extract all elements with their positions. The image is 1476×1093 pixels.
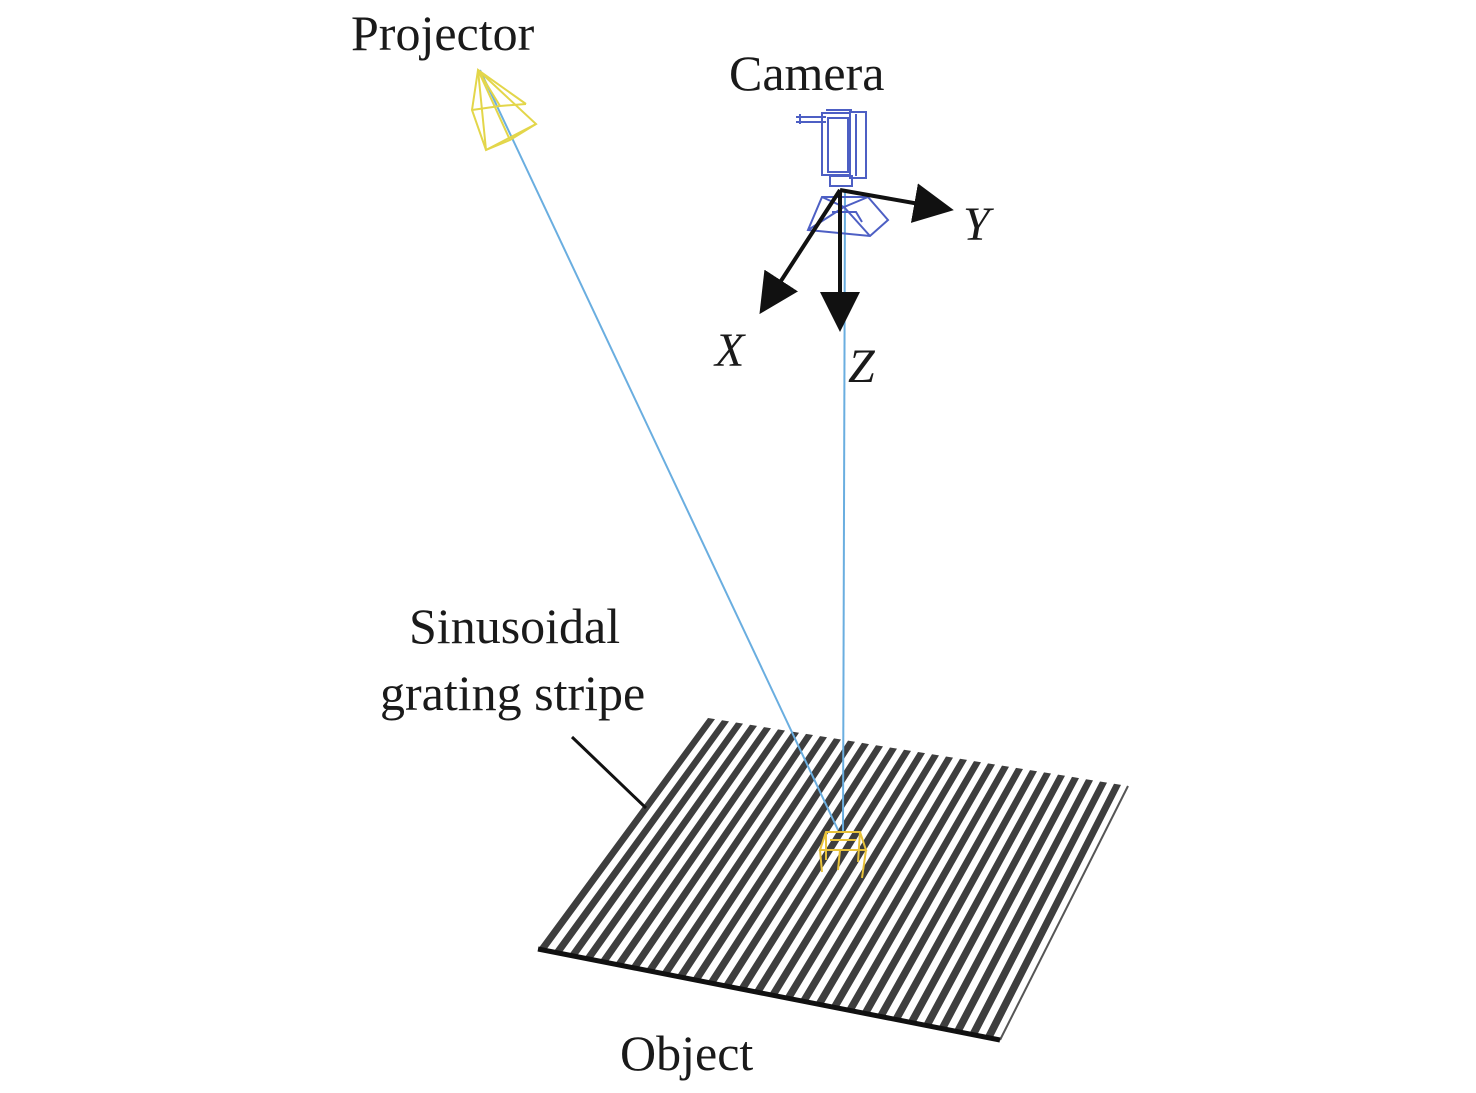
sinusoidal-grating-stripes — [538, 718, 1129, 1041]
grating-stripe — [599, 727, 771, 963]
projector-icon — [470, 67, 538, 152]
grating-stripe — [861, 765, 1009, 1015]
grating-stripe — [846, 763, 995, 1012]
camera-axes — [759, 183, 954, 332]
camera-ray — [842, 189, 846, 833]
grating-stripe — [738, 747, 897, 990]
x-axis-arrow — [759, 188, 842, 315]
grating-stripe — [907, 772, 1051, 1024]
target-icon — [818, 831, 868, 879]
grating-stripe — [923, 774, 1065, 1027]
grating-label-line2: grating stripe — [380, 665, 645, 721]
grating-stripe — [830, 761, 981, 1009]
y-axis-arrow — [839, 183, 954, 223]
grating-stripe — [984, 783, 1121, 1039]
grating-stripe — [645, 733, 813, 972]
grating-stripe — [538, 718, 715, 951]
plane-front-edge — [537, 946, 1001, 1043]
grating-leader-line — [570, 735, 648, 810]
grating-stripe — [892, 770, 1037, 1021]
projector-ray — [479, 69, 839, 831]
grating-stripe — [969, 781, 1107, 1036]
grating-stripe — [815, 758, 967, 1006]
camera-icon — [796, 109, 890, 238]
grating-stripe — [753, 749, 911, 993]
plane-side-edge — [999, 785, 1129, 1041]
grating-stripe — [692, 740, 855, 981]
grating-stripe — [769, 752, 925, 997]
grating-label-line1: Sinusoidal — [409, 598, 620, 654]
grating-plane — [537, 718, 1129, 1043]
camera-label: Camera — [729, 45, 884, 101]
x-axis-label: X — [713, 324, 746, 377]
grating-stripe — [876, 767, 1023, 1018]
grating-stripe — [707, 742, 869, 984]
z-axis-label: Z — [848, 340, 876, 393]
grating-stripe — [615, 729, 785, 966]
projector-label: Projector — [351, 5, 535, 61]
grating-stripe — [553, 720, 729, 954]
object-label: Object — [620, 1025, 753, 1081]
grating-stripe — [799, 756, 953, 1003]
grating-stripe — [938, 776, 1079, 1030]
grating-stripe — [661, 736, 827, 975]
grating-stripe — [568, 722, 743, 957]
y-axis-label: Y — [963, 198, 994, 251]
grating-stripe — [953, 779, 1093, 1033]
grating-stripe — [584, 724, 757, 960]
grating-stripe — [630, 731, 799, 969]
grating-stripe — [676, 738, 841, 978]
